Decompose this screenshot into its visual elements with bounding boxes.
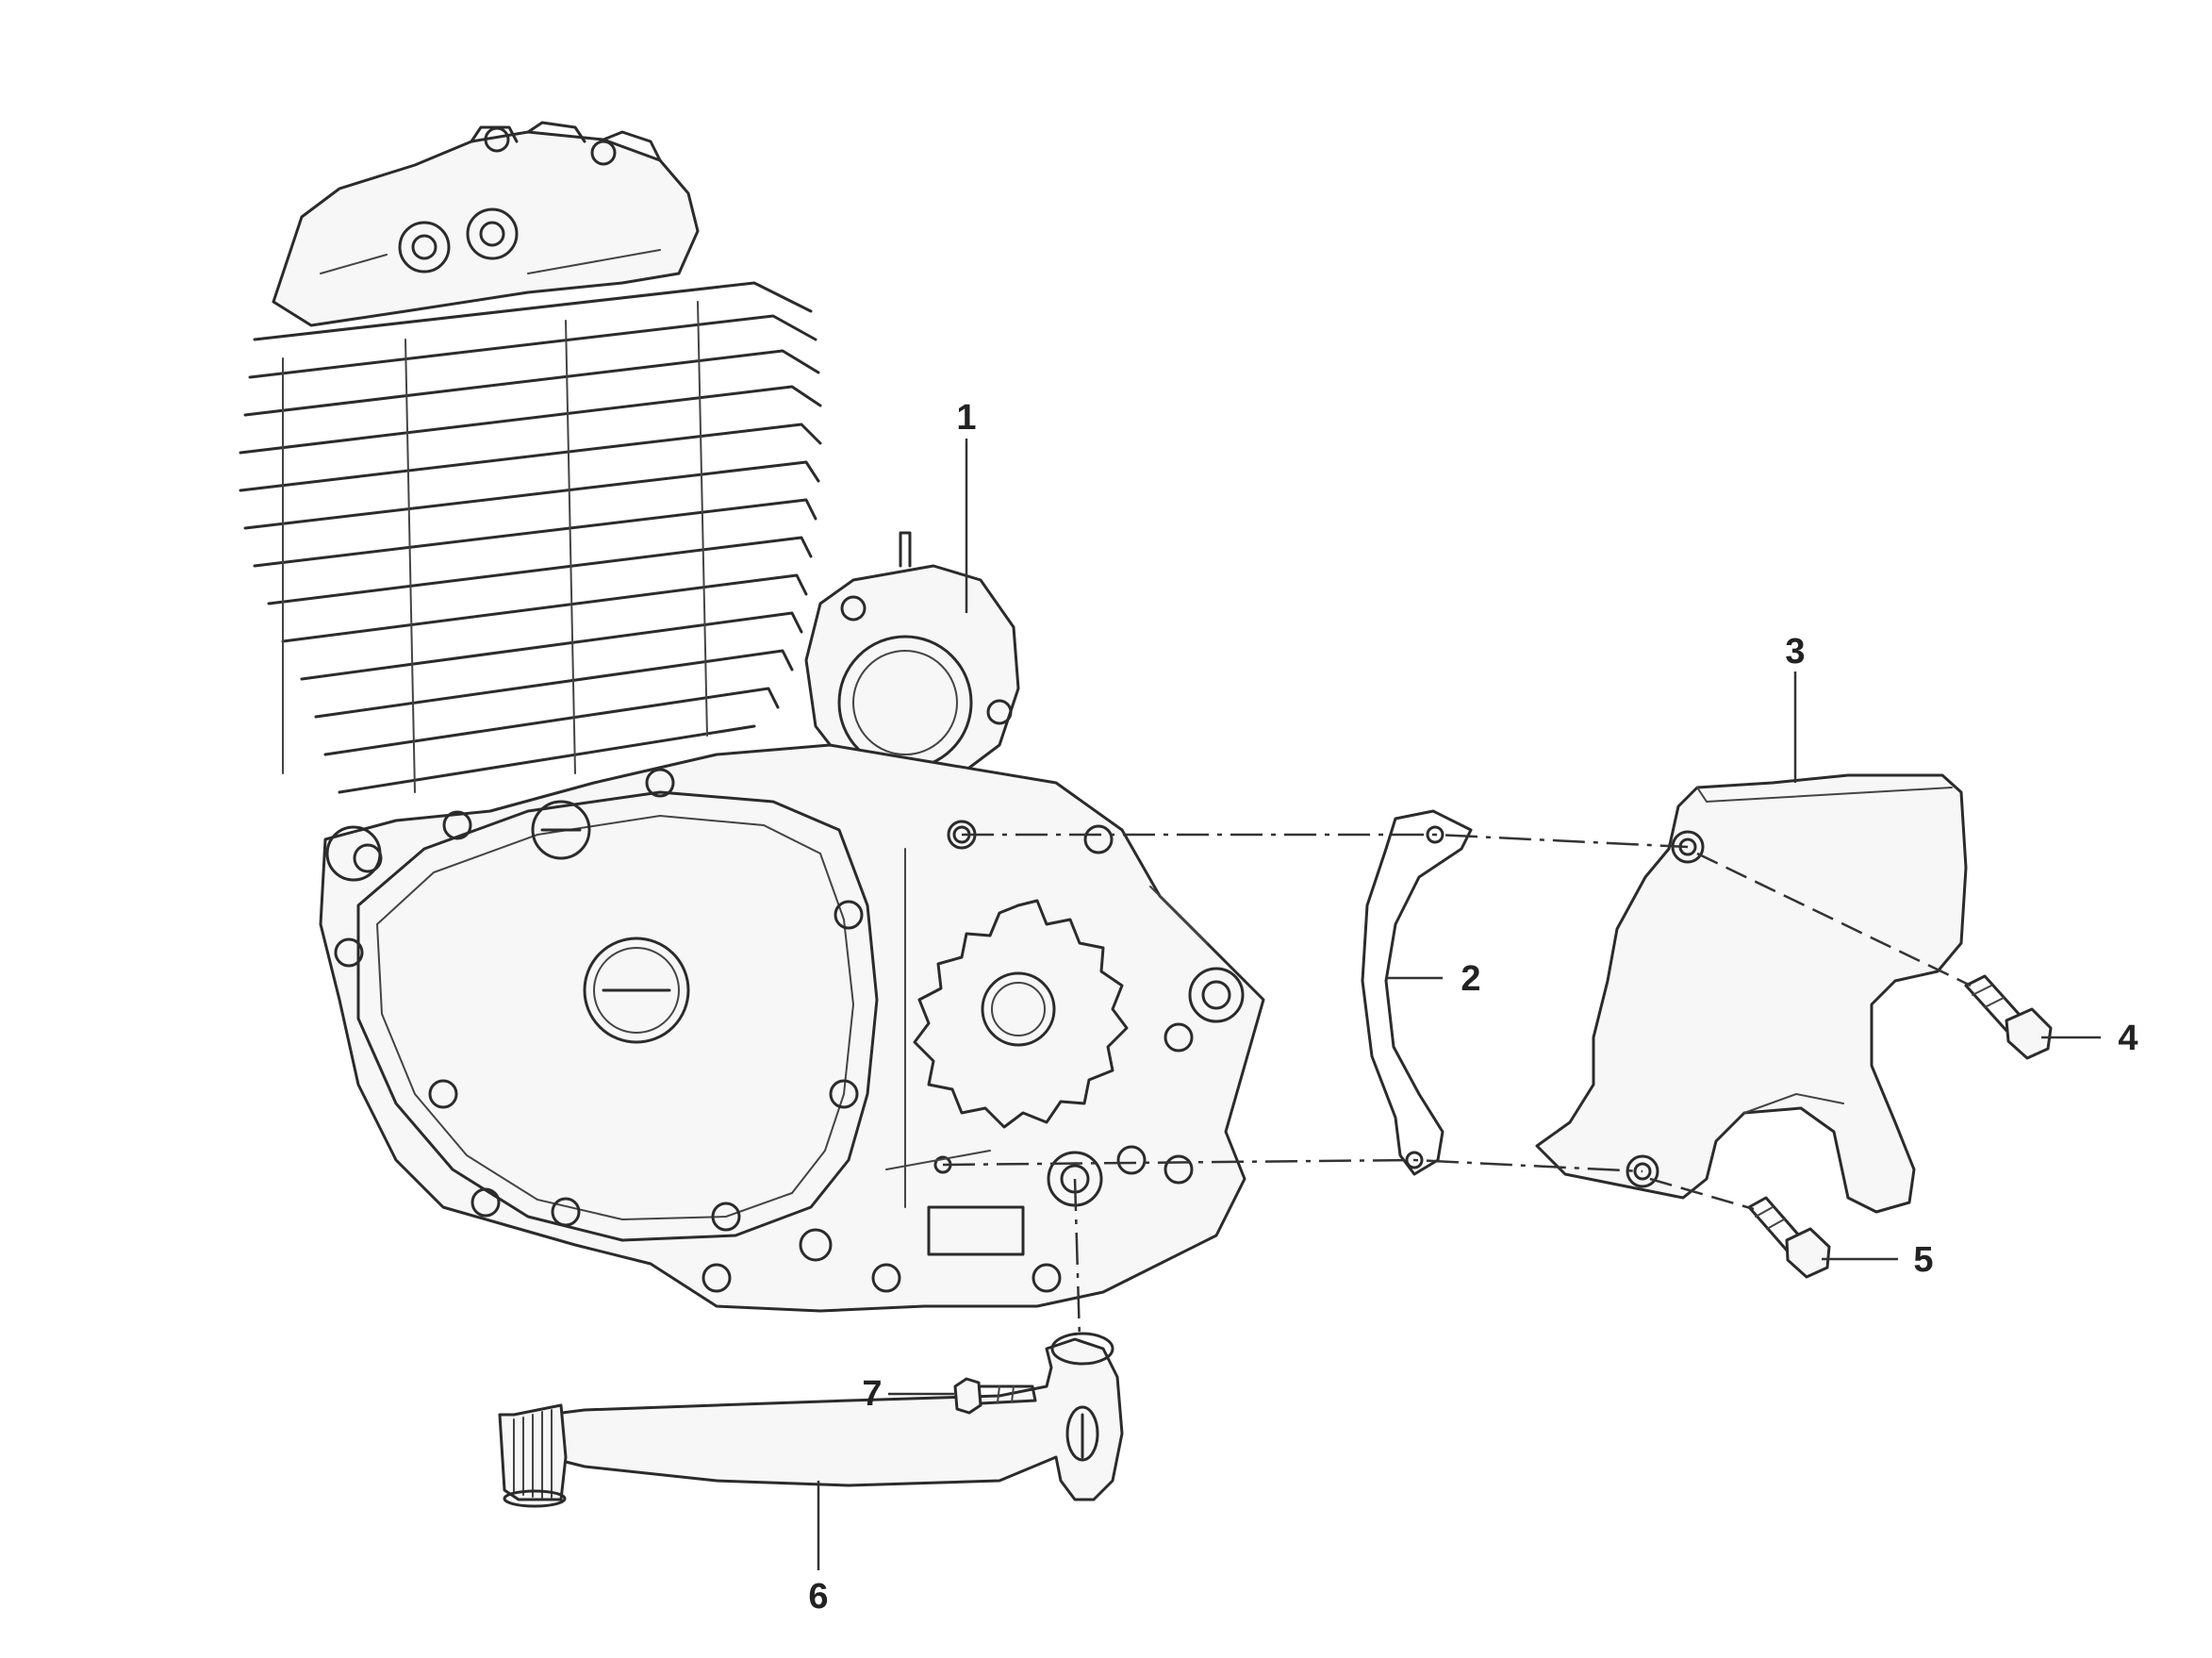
callout-4: 4 — [2041, 1019, 2138, 1058]
lever-bolt — [953, 1377, 1037, 1415]
callout-7: 7 — [862, 1374, 954, 1414]
callout-5: 5 — [1822, 1240, 1934, 1280]
crankcase — [319, 743, 1265, 1313]
drive-sprocket — [913, 899, 1129, 1129]
sprocket-cover — [1535, 773, 1968, 1214]
callout-label-3: 3 — [1785, 632, 1805, 671]
gasket — [1361, 809, 1473, 1176]
cylinder-head — [272, 121, 700, 327]
callout-label-7: 7 — [862, 1374, 882, 1414]
assembly-lines — [942, 833, 1972, 1340]
callout-label-4: 4 — [2118, 1019, 2138, 1058]
starter-motor — [804, 531, 1020, 796]
callout-label-6: 6 — [808, 1577, 828, 1617]
callout-label-2: 2 — [1461, 959, 1480, 999]
callout-1: 1 — [956, 398, 977, 613]
bolt-lower — [1747, 1196, 1831, 1279]
callout-label-5: 5 — [1913, 1240, 1933, 1280]
cylinder-fins — [239, 281, 822, 794]
callout-2: 2 — [1386, 959, 1481, 999]
callout-3: 3 — [1785, 632, 1806, 783]
callout-6: 6 — [808, 1481, 829, 1617]
callout-label-1: 1 — [956, 398, 976, 438]
gear-shift-lever — [498, 1332, 1124, 1508]
engine-assembly — [239, 121, 1265, 1313]
bolt-upper — [1964, 974, 2053, 1060]
